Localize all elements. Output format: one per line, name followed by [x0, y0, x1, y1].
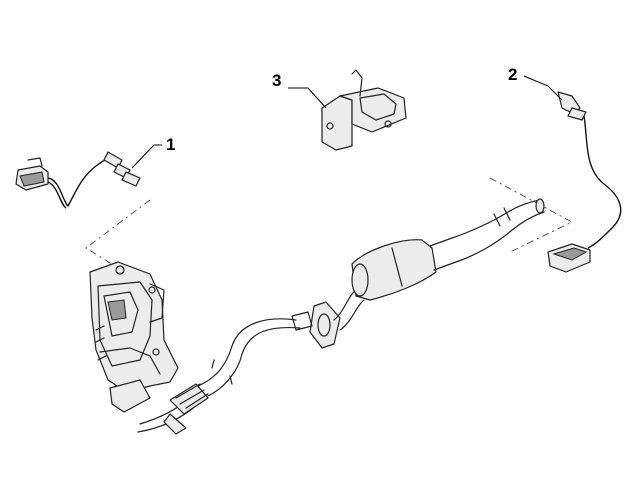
callout-number-2: 2	[508, 65, 517, 84]
front-exhaust-pipe-icon	[137, 318, 301, 435]
oxygen-sensor-upstream-icon	[15, 151, 141, 209]
flange-gasket-icon	[291, 301, 341, 349]
exhaust-bracket-icon	[321, 69, 407, 151]
oxygen-sensor-downstream-icon	[547, 91, 622, 273]
catalytic-converter-icon	[333, 198, 545, 331]
assembly-reference-lines	[85, 177, 573, 269]
callout-number-1: 1	[166, 135, 175, 154]
callout-2: 2	[508, 65, 563, 101]
callout-3: 3	[272, 71, 327, 109]
callout-1: 1	[131, 135, 175, 169]
callout-number-3: 3	[272, 71, 281, 90]
exhaust-manifold-catalyst-icon	[89, 261, 179, 413]
